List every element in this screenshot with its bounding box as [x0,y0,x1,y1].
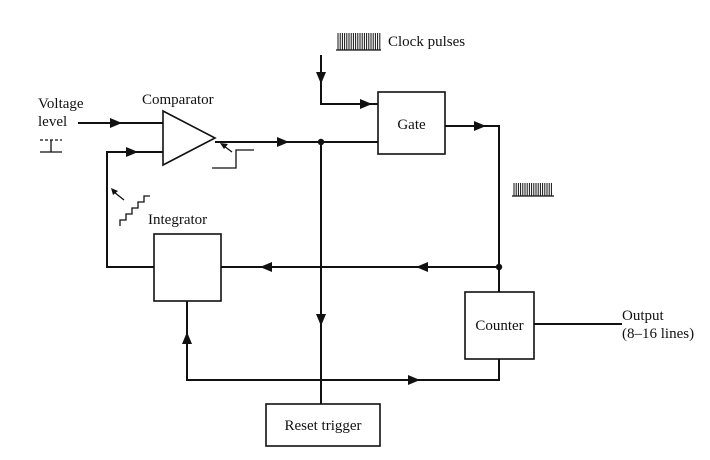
voltage-input-arrow [110,118,122,128]
voltage-level-icon [40,139,62,153]
output-label-line2: (8–16 lines) [622,326,694,342]
counter-label: Counter [475,318,523,334]
voltage-label-line2: level [38,114,67,130]
clock-down-arrow [316,72,326,84]
comparator-output-arrow [277,137,289,147]
integrator-up-arrow [182,332,192,344]
staircase-ramp-icon [111,188,150,226]
pulse-train-icon [512,183,554,197]
integrator-output-arrow [126,147,138,157]
clock-input-line [320,55,378,105]
output-label-line1: Output [622,308,665,324]
clock-pulses-icon [336,33,381,51]
gate-output-line [445,125,500,292]
comparator-label: Comparator [142,92,214,108]
integrator-block [153,233,222,302]
feedback-arrow-1 [416,262,428,272]
gate-block [377,91,446,155]
bottom-right-arrow [408,375,420,385]
voltage-label-line1: Voltage [38,96,84,112]
feedback-arrow-2 [260,262,272,272]
bottom-loop-line [186,301,500,381]
comparator-symbol [162,109,217,167]
step-signal-icon [212,143,254,169]
reset-down-arrow [316,314,326,326]
clock-right-arrow [360,99,372,109]
integrator-label: Integrator [148,212,207,228]
reset-trigger-label: Reset trigger [284,418,361,434]
counter-block [464,291,535,360]
gate-output-arrow [474,121,486,131]
clock-pulses-label: Clock pulses [388,34,465,50]
gate-label: Gate [397,117,426,133]
reset-trigger-block [265,403,381,447]
